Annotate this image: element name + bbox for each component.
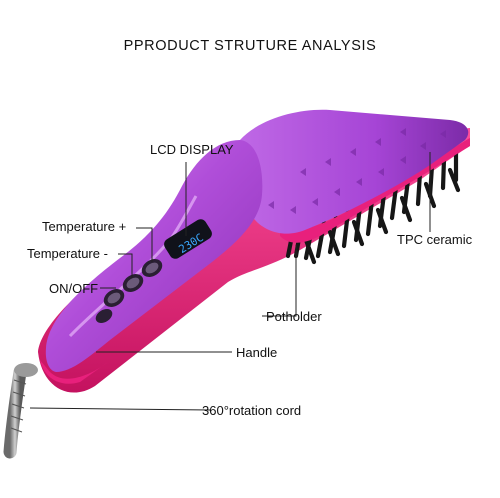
callout-lines [29,152,431,411]
temp-plus-button-cap [145,262,159,274]
label-handle: Handle [236,345,278,360]
control-buttons [95,259,163,323]
callout-temp-plus [136,227,153,262]
label-tpc-ceramic: TPC ceramic [397,232,473,247]
temp-minus-button-cap [126,277,140,289]
label-temperature-minus: Temperature - [27,246,108,261]
label-lcd-display: LCD DISPLAY [150,142,234,157]
potholder-rim [280,138,470,243]
label-rotation-cord: 360°rotation cord [202,403,302,418]
callout-cord [29,407,211,411]
indicator-dot [95,309,113,323]
power-button-cap [107,292,121,304]
bristles [285,149,461,265]
cord-collar [14,363,38,377]
diagram-title: PPRODUCT STRUTURE ANALYSIS [123,38,377,54]
callout-temp-minus [118,253,133,278]
handle-highlight [68,195,198,338]
rotation-cord [3,365,27,459]
brush-head [233,109,469,234]
head-studs [268,128,446,214]
label-on-off: ON/OFF [49,281,99,296]
label-temperature-plus: Temperature + [42,219,127,234]
callout-potholder [262,245,297,317]
label-potholder: Potholder [266,309,322,324]
handle-edge [40,360,108,384]
